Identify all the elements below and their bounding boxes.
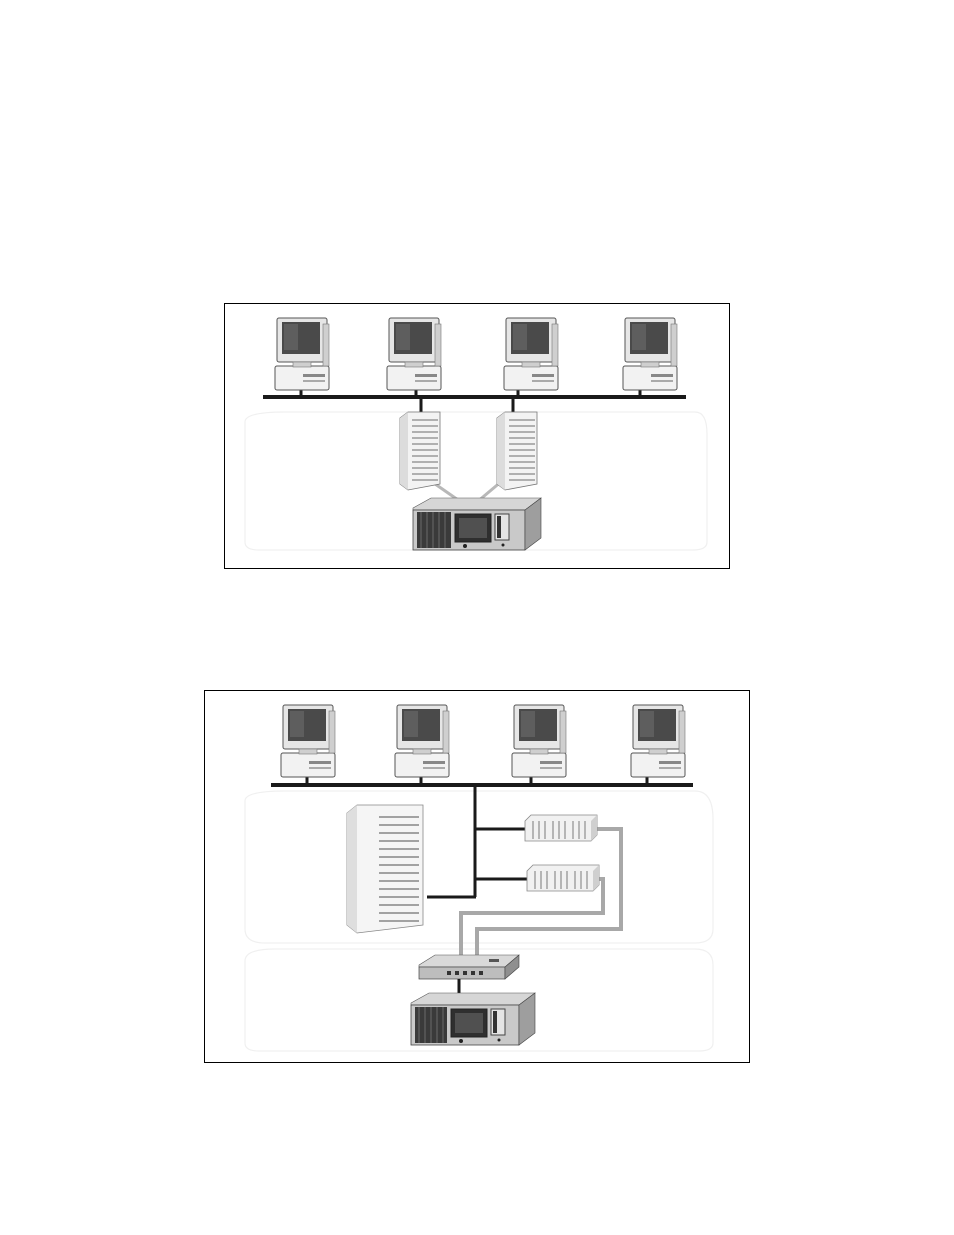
workstation-4 [631,705,685,777]
tape-library [411,993,535,1045]
figure-san-backup [204,690,750,1063]
fibre-channel-switch [419,955,519,979]
lan-backup-diagram [225,304,729,568]
workstation-1 [281,705,335,777]
workstation-2 [395,705,449,777]
storage-device-1 [525,815,597,841]
workstation-1 [275,318,329,390]
workstation-3 [512,705,566,777]
storage-device-2 [527,865,599,891]
workstation-3 [504,318,558,390]
server-tower [347,805,423,933]
server-tower-1 [400,412,440,490]
fiber-links [461,829,621,961]
workstation-4 [623,318,677,390]
workstation-2 [387,318,441,390]
figure-lan-backup [224,303,730,569]
san-backup-diagram [205,691,749,1062]
lan-region-outline [245,791,713,943]
tape-library [413,498,541,550]
server-tower-2 [497,412,537,490]
